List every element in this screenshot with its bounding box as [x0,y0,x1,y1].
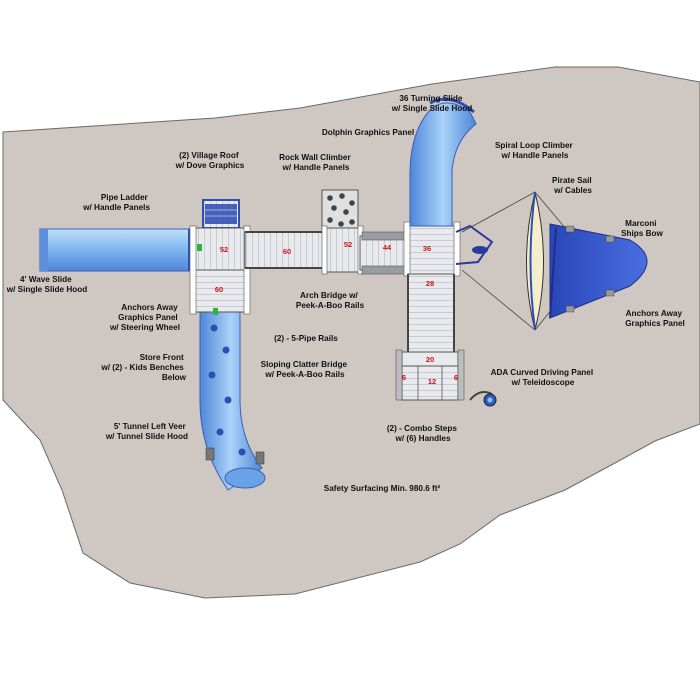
spiral-loop-climber [455,224,494,265]
height-arch: 44 [383,243,392,252]
label-spiral-climber: Spiral Loop Climber w/ Handle Panels [495,141,575,160]
safety-surfacing-area [2,66,700,599]
combo-steps [401,365,459,401]
label-pipe-ladder: Pipe Ladder w/ Handle Panels [82,193,150,212]
label-arch-bridge: Arch Bridge w/ Peek-A-Boo Rails [296,291,365,310]
deck-36-tower [407,225,457,275]
label-village-roof: (2) Village Roof w/ Dove Graphics [175,151,245,170]
height-deck-b: 60 [215,285,223,294]
label-clatter-bridge: Sloping Clatter Bridge w/ Peek-A-Boo Rai… [261,360,350,379]
ada-driving-panel [469,391,497,407]
label-dolphin-panel: Dolphin Graphics Panel [322,128,414,137]
height-step-right: 6 [454,373,458,382]
height-ramp: 28 [426,279,434,288]
height-step-mid: 12 [428,377,436,386]
marconi-ships-bow [549,223,648,319]
height-deck-c: 52 [344,240,352,249]
deck-60-lower [194,269,246,313]
label-marconi-bow: Marconi Ships Bow [621,219,663,238]
label-combo-steps: (2) - Combo Steps w/ (6) Handles [387,424,459,443]
label-tunnel-slide: 5' Tunnel Left Veer w/ Tunnel Slide Hood [105,422,188,441]
turning-slide [409,97,477,227]
height-step-left: 6 [402,373,406,382]
label-safety-surfacing: Safety Surfacing Min. 980.6 ft² [324,484,441,493]
height-bridge: 60 [283,247,291,256]
label-pirate-sail: Pirate Sail w/ Cables [552,176,594,195]
label-rock-wall: Rock Wall Climber w/ Handle Panels [279,153,353,172]
arch-bridge [359,235,409,271]
label-wave-slide: 4' Wave Slide w/ Single Slide Hood [6,275,88,294]
tunnel-slide [199,309,266,491]
wave-slide [39,228,200,272]
height-tower: 36 [423,244,431,253]
label-ada-panel: ADA Curved Driving Panel w/ Teleidoscope [491,368,596,387]
label-turning-slide: 36 Turning Slide w/ Single Slide Hood [391,94,473,113]
rock-wall-climber [321,189,359,231]
label-anchors-right: Anchors Away Graphics Panel [625,309,685,328]
label-pipe-rails: (2) - 5-Pipe Rails [274,334,338,343]
deck-52-middle [324,227,361,273]
height-landing: 20 [426,355,434,364]
label-anchors-steering: Anchors Away Graphics Panel w/ Steering … [109,303,180,332]
height-deck-a: 52 [220,245,228,254]
label-store-front: Store Front w/ (2) - Kids Benches Below [100,353,186,382]
